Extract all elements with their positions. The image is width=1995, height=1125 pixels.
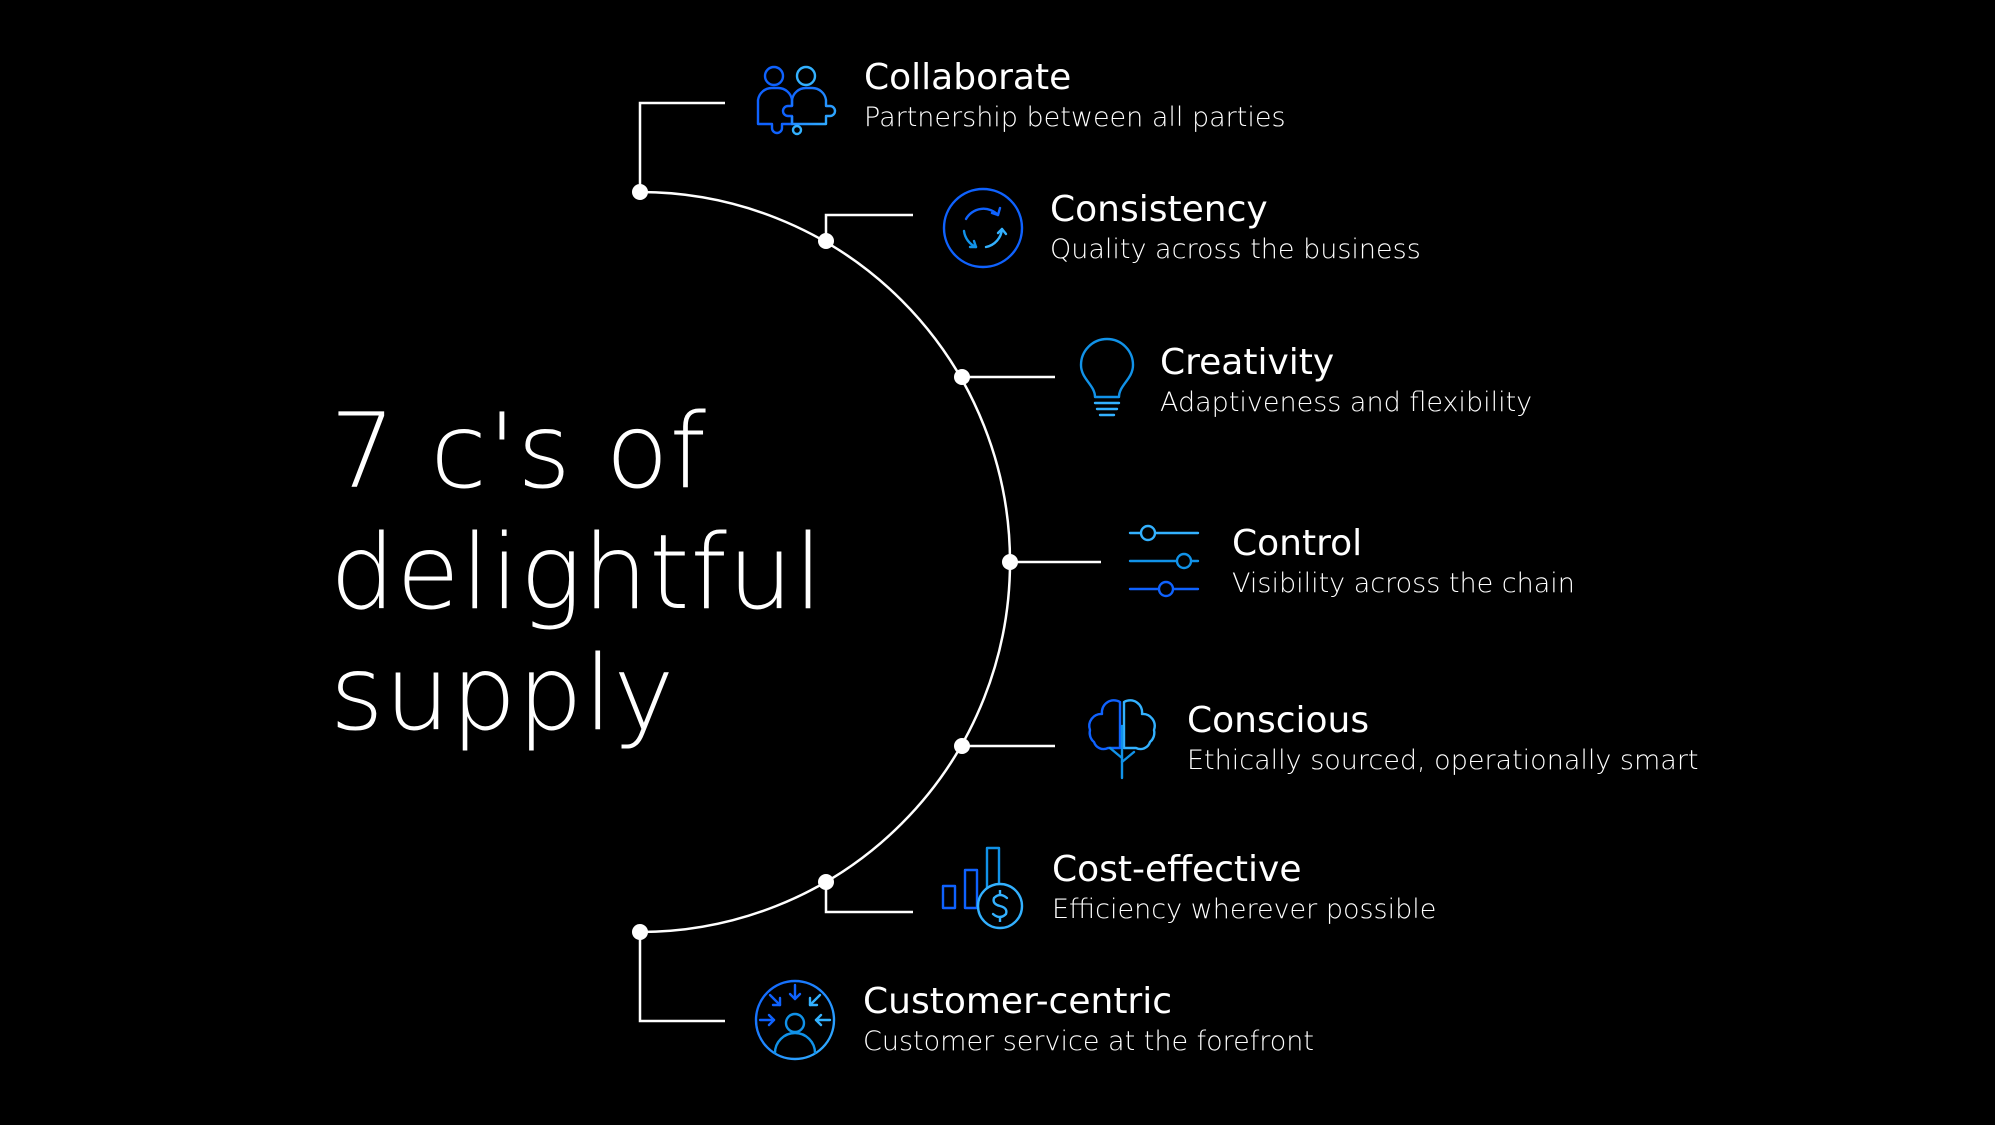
item-description: Ethically sourced, operationally smart	[1187, 745, 1699, 776]
item-description: Adaptiveness and flexibility	[1160, 387, 1533, 418]
title-line-1: 7 c's of	[330, 392, 707, 512]
item-description: Customer service at the forefront	[863, 1026, 1315, 1057]
bar-chart-dollar-icon	[940, 846, 1026, 932]
connector-consistency	[824, 213, 913, 241]
item-description: Efficiency wherever possible	[1052, 894, 1437, 925]
item-name: Cost-effective	[1052, 849, 1302, 890]
node-dot	[818, 233, 834, 249]
node-dot	[954, 738, 970, 754]
item-name: Customer-centric	[863, 981, 1173, 1022]
tree-icon	[1080, 696, 1166, 782]
node-dot	[632, 924, 648, 940]
item-description: Quality across the business	[1050, 234, 1421, 265]
item-description: Visibility across the chain	[1232, 568, 1575, 599]
item-description: Partnership between all parties	[864, 102, 1286, 133]
connector-collaborate	[638, 101, 725, 192]
title-line-3: supply	[330, 634, 676, 754]
node-dot	[1002, 554, 1018, 570]
item-name: Control	[1232, 523, 1363, 564]
connector-customer-centric	[638, 932, 725, 1023]
cycle-arrows-icon	[940, 185, 1026, 271]
lightbulb-icon	[1064, 337, 1150, 425]
item-name: Consistency	[1050, 189, 1268, 230]
node-dot	[954, 369, 970, 385]
item-name: Collaborate	[864, 57, 1072, 98]
node-dot	[818, 874, 834, 890]
title-line-2: delightful	[330, 513, 824, 633]
item-name: Creativity	[1160, 342, 1335, 383]
customer-focus-icon	[752, 977, 838, 1063]
sliders-icon	[1124, 518, 1210, 604]
node-dot	[632, 184, 648, 200]
connector-cost-effective	[824, 882, 913, 914]
diagram-title: 7 c's of delightful supply	[330, 392, 824, 755]
item-name: Conscious	[1187, 700, 1370, 741]
puzzle-people-icon	[752, 60, 838, 146]
